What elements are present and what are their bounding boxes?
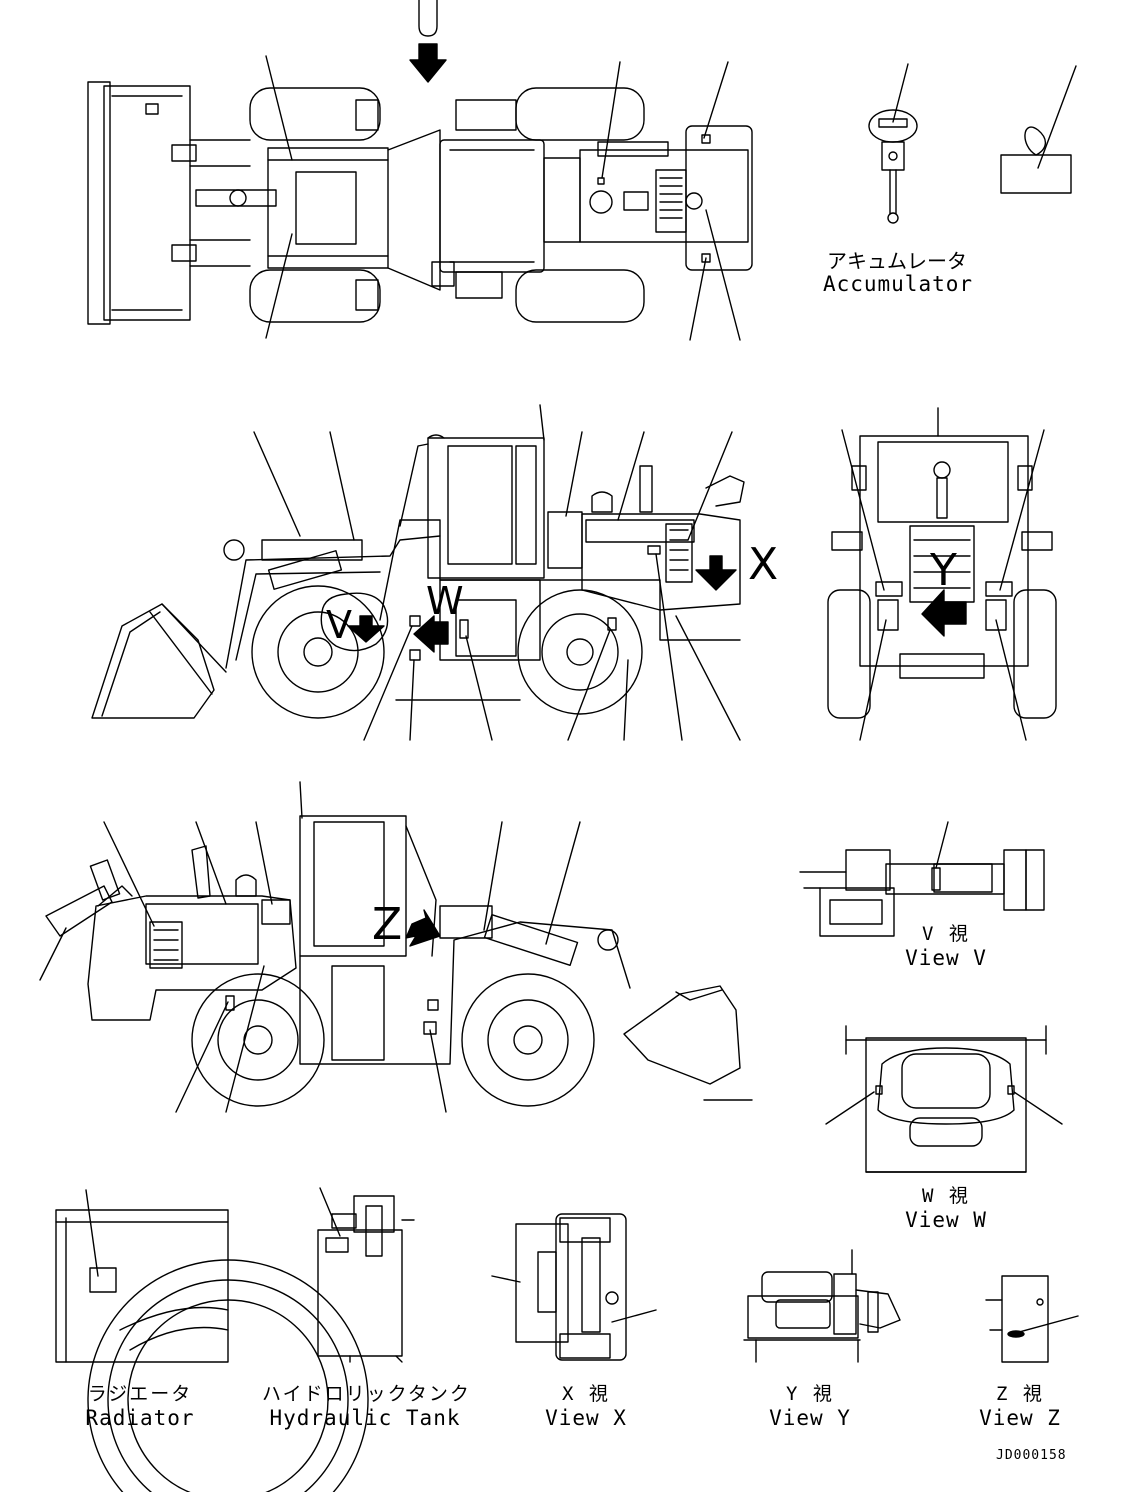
view-z-illustration [986,1276,1078,1362]
drawing-code: JD000158 [996,1448,1067,1463]
view-y-marker: Y [930,545,957,596]
view-z-caption-en: View Z [979,1406,1061,1430]
hydraulic-tank-illustration [318,1188,414,1362]
view-v-illustration [800,822,1044,936]
left-side-view-loader [92,405,744,740]
view-x-caption-en: View X [545,1406,627,1430]
view-w-caption-jp: W 視 [922,1185,970,1207]
view-v-caption-jp: V 視 [922,923,970,945]
view-z-marker: Z [372,899,403,950]
view-y-caption-jp: Y 視 [786,1383,834,1405]
view-x-illustration [492,1214,656,1360]
top-view-loader [88,0,752,340]
view-w-illustration [826,1026,1062,1172]
hydraulic-tank-caption-en: Hydraulic Tank [269,1406,461,1430]
view-v-marker: V [326,603,352,647]
view-w-caption-en: View W [905,1208,987,1232]
hydraulic-tank-caption-jp: ハイドロリックタンク [262,1383,471,1405]
view-y-caption-en: View Y [769,1406,851,1430]
view-v-caption-en: View V [905,946,987,970]
view-y-illustration [744,1250,900,1362]
view-x-caption-jp: X 視 [562,1383,610,1405]
accumulator-illustration [869,64,1076,223]
radiator-caption-jp: ラジエータ [87,1383,193,1405]
view-x-marker: X [748,539,779,590]
rear-view-loader [828,408,1056,740]
view-w-marker: W [426,579,464,623]
accumulator-label-jp: アキュムレータ [827,249,967,273]
view-z-caption-jp: Z 視 [996,1383,1044,1405]
right-side-view-loader [40,782,752,1112]
radiator-illustration [56,1190,368,1492]
accumulator-label-en: Accumulator [822,272,974,296]
radiator-caption-en: Radiator [85,1406,195,1430]
